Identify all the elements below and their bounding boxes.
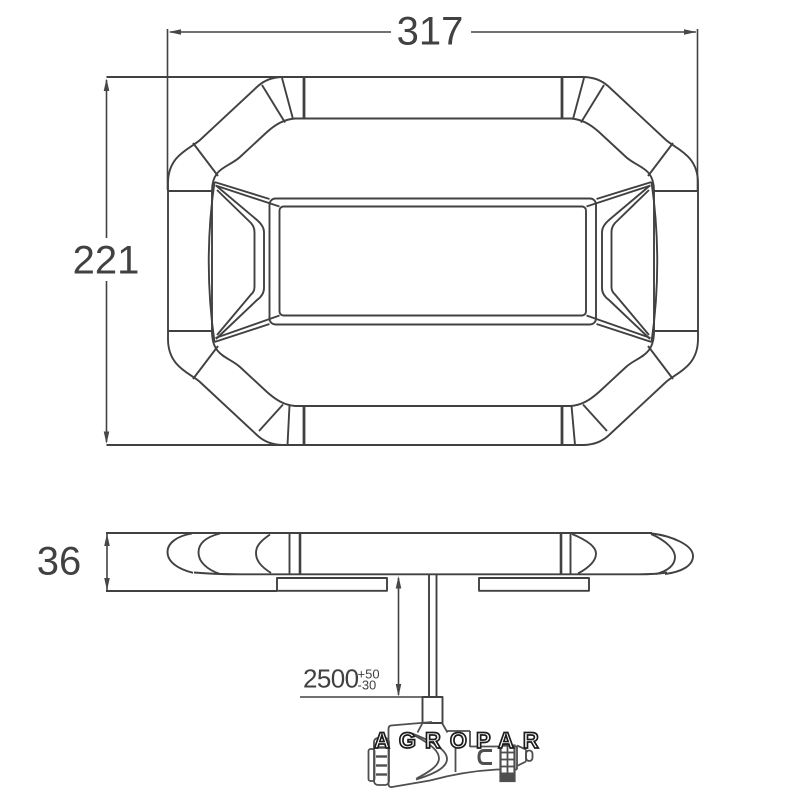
svg-text:-30: -30 [358, 678, 377, 693]
svg-text:36: 36 [37, 540, 82, 584]
svg-text:221: 221 [73, 239, 140, 283]
svg-text:317: 317 [397, 10, 464, 54]
svg-text:2500: 2500 [303, 664, 359, 694]
svg-text:+50: +50 [358, 667, 380, 682]
svg-text:AGROPAR: AGROPAR [374, 728, 548, 753]
